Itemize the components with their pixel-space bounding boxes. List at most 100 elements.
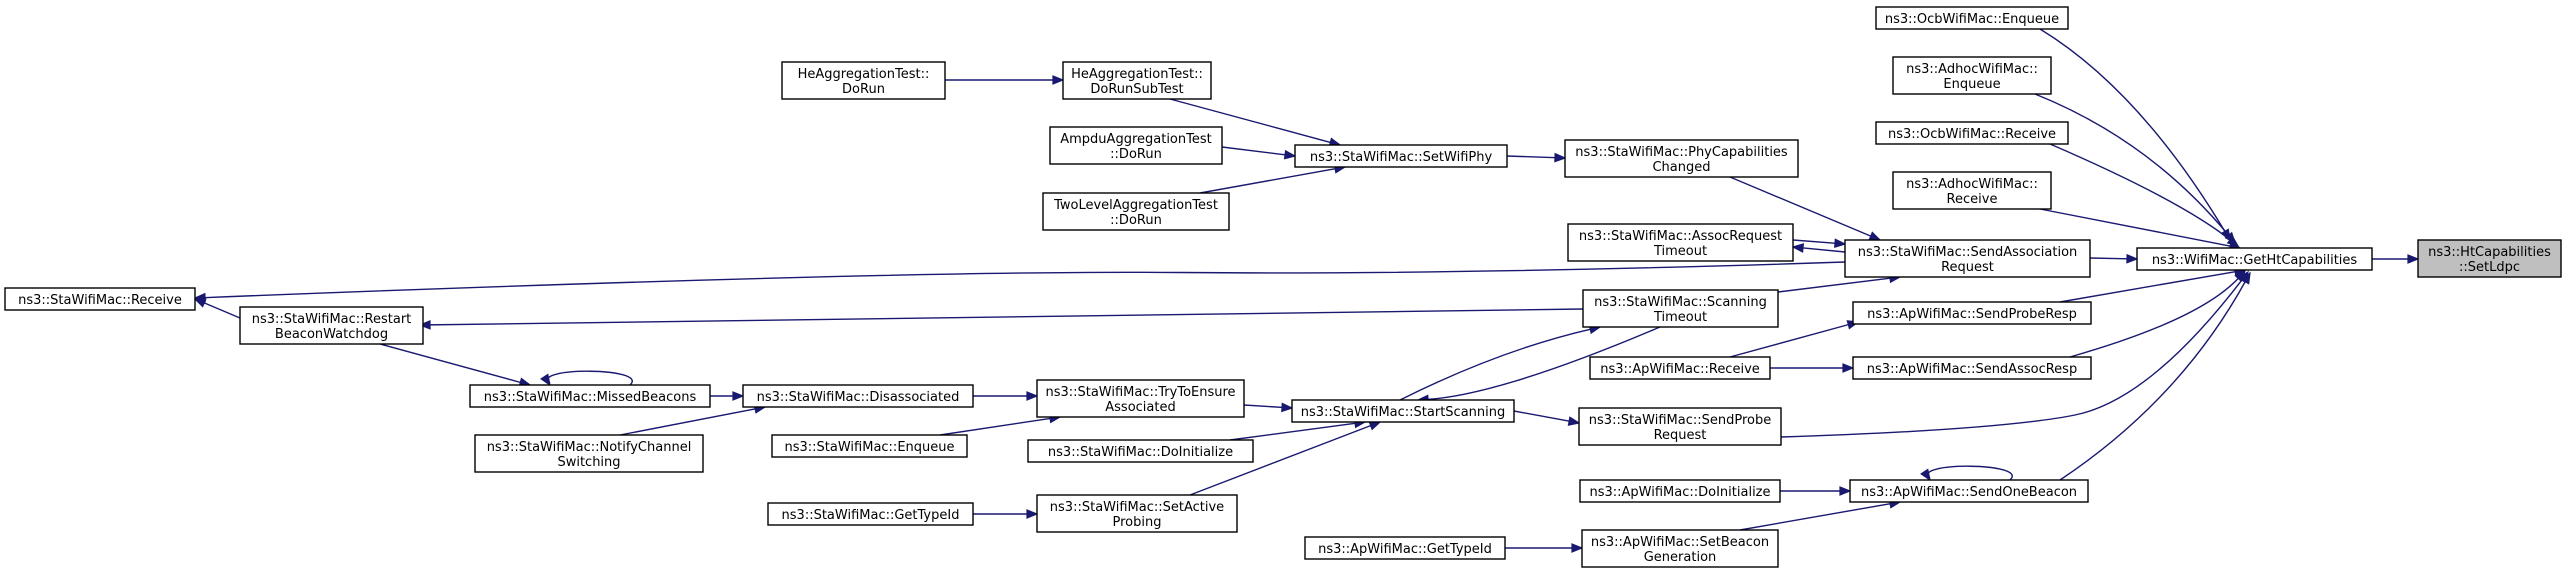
node-apsendprobe[interactable]: ns3::ApWifiMac::SendProbeResp [1852,301,2092,325]
edge-line [619,408,757,436]
node-label-line: ns3::StaWifiMac::Restart [252,312,412,327]
node-box [1042,192,1230,231]
node-label-line: ns3::StaWifiMac::MissedBeacons [484,390,697,405]
arrowhead-icon [1834,238,1847,249]
node-sendonebeacon[interactable]: ns3::ApWifiMac::SendOneBeacon [1849,479,2089,503]
node-hedorunsub[interactable]: HeAggregationTest::DoRunSubTest [1062,61,1212,100]
node-label-line: ns3::AdhocWifiMac:: [1906,177,2038,192]
node-ampdu[interactable]: AmpduAggregationTest::DoRun [1049,126,1223,165]
edge-line [379,343,522,384]
node-label-line: ns3::StaWifiMac::PhyCapabilities [1575,145,1788,160]
edges-layer [193,28,2420,553]
node-box [1049,126,1223,165]
node-label-line: BeaconWatchdog [275,327,388,342]
node-label-line: AmpduAggregationTest [1060,132,1211,147]
node-box [1582,289,1779,328]
node-box [1036,494,1238,533]
edge-line [2059,270,2237,303]
node-staenq[interactable]: ns3::StaWifiMac::Enqueue [771,434,968,458]
edge-tryensure-to-startscan [1243,402,1294,413]
edge-line [1169,98,1332,144]
edge-sendonebeacon-to-sendonebeacon [1920,465,2013,482]
node-label-line: ns3::HtCapabilities [2428,245,2551,260]
node-missedbeacons[interactable]: ns3::StaWifiMac::MissedBeacons [469,384,711,408]
node-box [1304,536,1506,560]
edge-notifychan-to-disassoc [619,404,767,436]
node-box [1567,223,1794,262]
edge-line [428,308,1584,326]
node-label-line: Enqueue [1943,77,2000,92]
node-label-line: ns3::StaWifiMac::SetActive [1050,500,1224,515]
arrowhead-icon [1554,152,1567,163]
node-box [1852,356,2092,380]
edge-sendassocreq-to-starecv [193,261,1846,303]
node-label-line: Generation [1644,550,1717,565]
node-label-line: ::DoRun [1110,213,1162,228]
node-label-line: ns3::StaWifiMac::TryToEnsure [1045,385,1235,400]
node-label-line: Associated [1105,400,1175,415]
node-adhocrecv[interactable]: ns3::AdhocWifiMac::Receive [1892,171,2052,210]
node-starecv[interactable]: ns3::StaWifiMac::Receive [4,287,196,311]
edge-line [1927,465,2013,481]
node-box [1564,139,1799,178]
edge-line [1221,146,1287,156]
node-label-line: ns3::StaWifiMac::GetTypeId [782,508,960,523]
edge-line [547,370,633,386]
node-getht[interactable]: ns3::WifiMac::GetHtCapabilities [2136,247,2373,271]
node-label-line: ns3::ApWifiMac::Receive [1600,362,1760,377]
node-label-line: ns3::StaWifiMac::NotifyChannel [487,440,692,455]
node-label-line: ns3::OcbWifiMac::Receive [1888,127,2056,142]
node-twolevel[interactable]: TwoLevelAggregationTest::DoRun [1042,192,1230,231]
edge-line [203,261,1846,299]
edge-line [2039,208,2232,247]
arrowhead-icon [1368,421,1382,431]
node-setwifiphy[interactable]: ns3::StaWifiMac::SetWifiPhy [1294,144,1508,168]
node-hedorun[interactable]: HeAggregationTest::DoRun [781,61,946,100]
edge-line [1801,247,1846,253]
edge-getht-to-target [2372,254,2420,264]
node-label-line: ns3::StaWifiMac::Enqueue [785,440,955,455]
node-adhocenq[interactable]: ns3::AdhocWifiMac::Enqueue [1892,56,2052,95]
node-aprecv[interactable]: ns3::ApWifiMac::Receive [1589,356,1771,380]
arrowhead-icon [1868,231,1882,241]
edge-line [1189,424,1372,496]
edge-apdoinit-to-sendonebeacon [1780,486,1852,496]
node-box [1036,379,1245,418]
edge-sendassocreq-to-assoctimeout [1791,243,1846,253]
node-apgettypeid[interactable]: ns3::ApWifiMac::GetTypeId [1304,536,1506,560]
node-stadoinit[interactable]: ns3::StaWifiMac::DoInitialize [1027,439,1254,463]
arrowhead-icon [540,373,551,387]
node-box [1875,6,2069,30]
node-target[interactable]: ns3::HtCapabilities::SetLdpc [2417,239,2562,278]
node-label-line: ns3::StaWifiMac::Scanning [1594,295,1767,310]
node-ocbrecv[interactable]: ns3::OcbWifiMac::Receive [1875,121,2069,145]
node-startscan[interactable]: ns3::StaWifiMac::StartScanning [1291,399,1515,423]
edge-line [1229,422,1357,441]
node-ocbenq[interactable]: ns3::OcbWifiMac::Enqueue [1875,6,2069,30]
arrowhead-icon [1791,243,1805,253]
edge-line [1780,278,2244,438]
edge-line [1199,167,1337,194]
node-box [1875,121,2069,145]
node-apdoinit[interactable]: ns3::ApWifiMac::DoInitialize [1579,479,1781,503]
edge-line [2039,28,2226,233]
node-disassoc[interactable]: ns3::StaWifiMac::Disassociated [742,384,974,408]
edge-line [1777,277,1892,293]
node-stagettypeid[interactable]: ns3::StaWifiMac::GetTypeId [767,502,974,526]
node-label-line: DoRunSubTest [1090,82,1183,97]
node-apsendassoc[interactable]: ns3::ApWifiMac::SendAssocResp [1852,356,2092,380]
edge-twolevel-to-setwifiphy [1199,164,1347,194]
edge-line [1243,404,1284,409]
node-label-line: ns3::WifiMac::GetHtCapabilities [2152,253,2358,268]
node-label-line: ns3::StaWifiMac::DoInitialize [1048,445,1233,460]
